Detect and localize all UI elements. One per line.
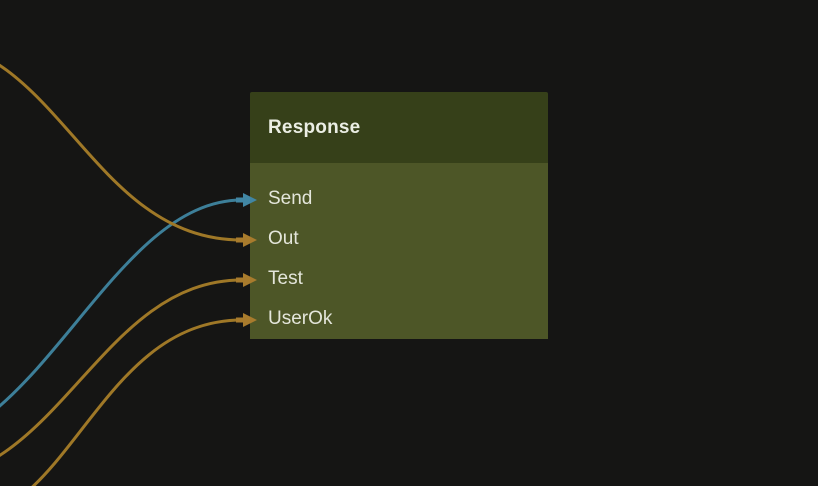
input-port-arrow-icon-userok[interactable] <box>236 313 257 327</box>
input-row-out: Out <box>250 219 548 259</box>
connection-wire-send[interactable] <box>0 198 243 450</box>
port-label: Send <box>268 188 313 209</box>
input-row-test: Test <box>250 259 548 299</box>
node-header[interactable]: Response <box>250 92 548 163</box>
input-port-arrow-icon-out[interactable] <box>236 233 257 247</box>
port-label: Out <box>268 228 299 249</box>
input-row-userok: UserOk <box>250 299 548 339</box>
connection-wire-userok[interactable] <box>0 318 243 486</box>
node-title: Response <box>268 116 361 138</box>
input-port-arrow-icon-send[interactable] <box>236 193 257 207</box>
connection-wire-out[interactable] <box>0 40 243 242</box>
port-label: UserOk <box>268 308 333 329</box>
input-row-send: Send <box>250 179 548 219</box>
port-label: Test <box>268 268 303 289</box>
connection-wire-test[interactable] <box>0 278 243 480</box>
input-port-arrow-icon-test[interactable] <box>236 273 257 287</box>
